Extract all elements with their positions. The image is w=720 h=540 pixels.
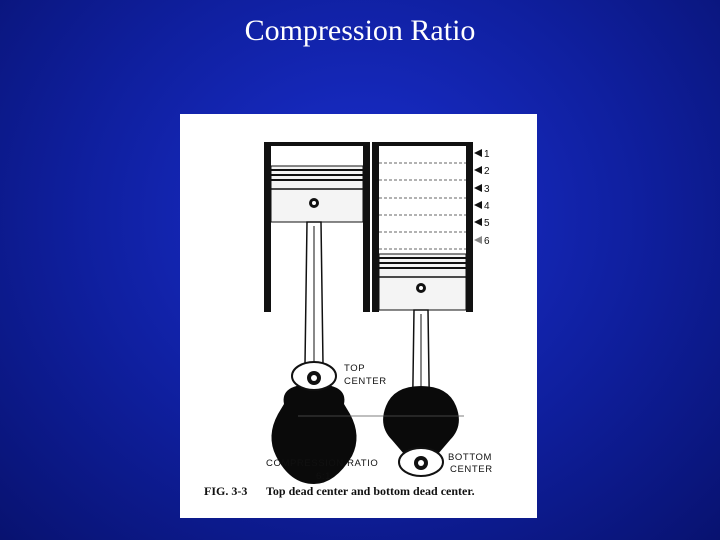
- left-piston: [270, 165, 364, 223]
- volume-marker-6: 6: [484, 236, 490, 247]
- volume-marker-3: 3: [484, 184, 490, 195]
- volume-divisions: [379, 162, 466, 250]
- figure-panel: 1 2 3 4 5 6: [180, 114, 537, 518]
- bottom-center-label-line2: CENTER: [450, 464, 493, 475]
- right-piston: [378, 253, 467, 311]
- volume-marker-1: 1: [484, 149, 490, 160]
- piston-diagram: 1 2 3 4 5 6: [204, 142, 493, 498]
- slide-title: Compression Ratio: [244, 14, 476, 47]
- volume-markers: 1 2 3 4 5 6: [474, 149, 490, 247]
- bottom-center-label-line1: BOTTOM: [448, 452, 492, 463]
- figure-caption: Top dead center and bottom dead center.: [266, 484, 475, 498]
- compression-ratio-label: COMPRESSION RATIO: [266, 458, 378, 469]
- left-crankshaft: [271, 361, 357, 484]
- left-connecting-rod: [304, 221, 324, 365]
- figure-number: FIG. 3-3: [204, 484, 247, 498]
- volume-marker-5: 5: [484, 218, 490, 229]
- volume-marker-2: 2: [484, 166, 490, 177]
- left-cylinder: [264, 142, 370, 312]
- compression-ratio-value: 6:1: [316, 471, 331, 482]
- top-center-label-line2: CENTER: [344, 376, 387, 387]
- right-crankshaft: [383, 386, 459, 477]
- right-cylinder: [372, 142, 473, 312]
- volume-marker-4: 4: [484, 201, 490, 212]
- top-center-label-line1: TOP: [344, 363, 365, 374]
